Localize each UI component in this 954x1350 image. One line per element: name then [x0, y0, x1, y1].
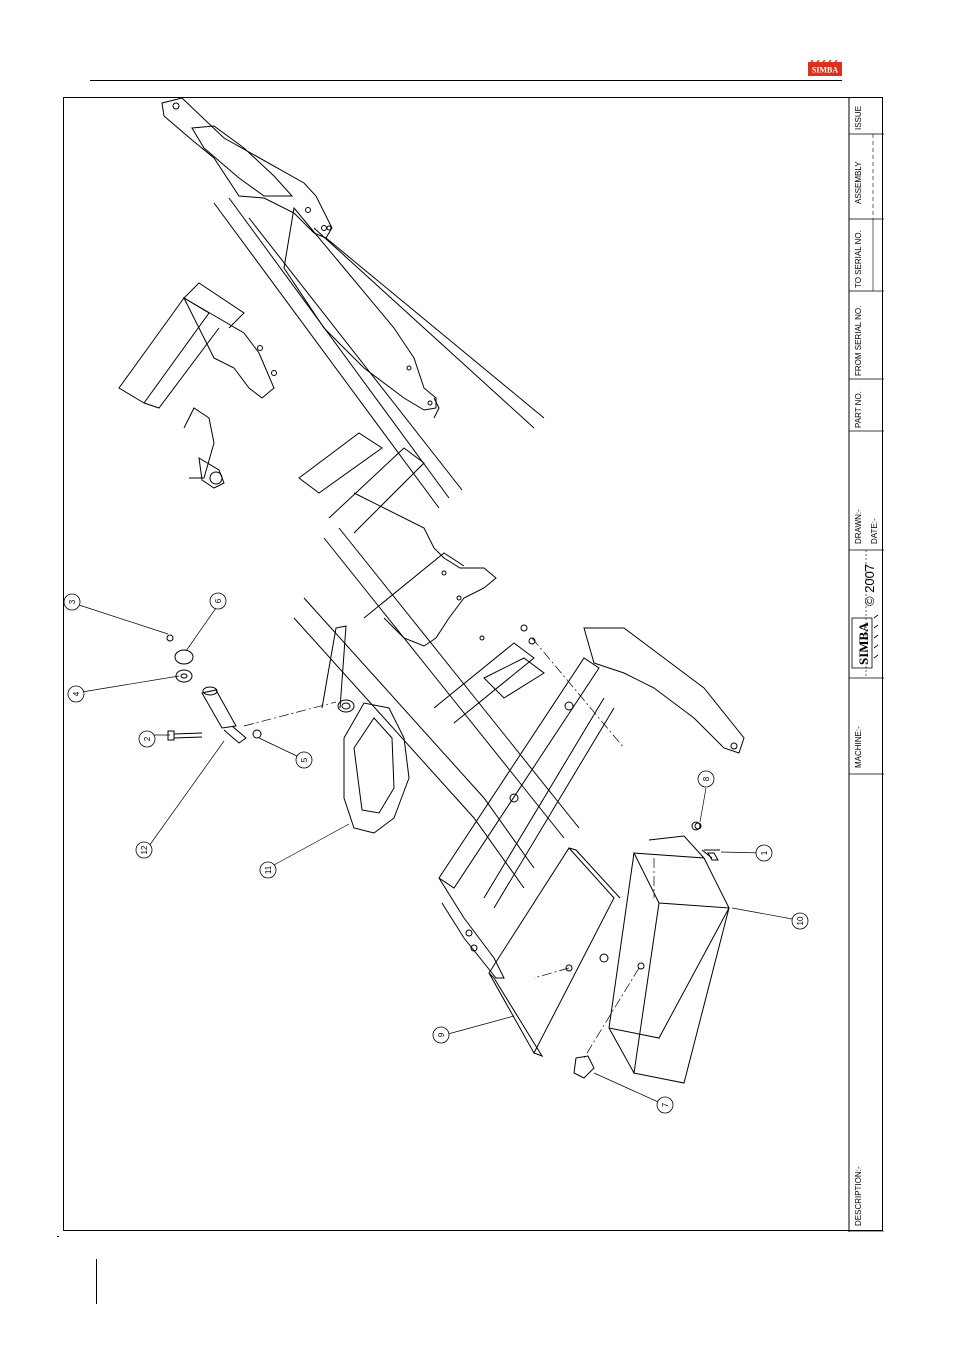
date-label: DATE:-	[870, 518, 879, 544]
to-serial-label: TO SERIAL NO.	[854, 230, 863, 288]
drawing-sheet: DESCRIPTION:- MACHINE:- SIMBA © 2007 DRA…	[63, 97, 883, 1231]
callout-label-6: 6	[214, 598, 223, 603]
assembly-label: ASSEMBLY	[854, 161, 863, 204]
footer-rule	[96, 1259, 97, 1304]
callout-label-10: 10	[796, 916, 805, 925]
simba-logo: SIMBA	[808, 60, 842, 78]
callout-label-1: 1	[760, 850, 769, 855]
copyright-text: © 2007	[862, 564, 877, 606]
issue-label: ISSUE	[854, 106, 863, 130]
callout-label-12: 12	[140, 845, 149, 854]
callout-label-4: 4	[72, 691, 81, 696]
callout-label-9: 9	[437, 1032, 446, 1037]
machine-label: MACHINE:-	[854, 726, 863, 768]
tool-box	[609, 822, 729, 1083]
callout-label-8: 8	[702, 776, 711, 781]
callout-label-2: 2	[143, 736, 152, 741]
callout-label-7: 7	[661, 1102, 670, 1107]
part-no-label: PART NO.	[854, 391, 863, 428]
title-block-logo: SIMBA	[852, 615, 878, 668]
cover-plate	[489, 848, 644, 1056]
corner-mark	[57, 1236, 59, 1237]
callout-label-11: 11	[264, 865, 273, 874]
description-label: DESCRIPTION:-	[854, 1166, 863, 1226]
drawn-label: DRAWN:-	[854, 509, 863, 544]
callout-label-5: 5	[300, 757, 309, 762]
header-rule	[90, 80, 842, 81]
title-block-logo-text: SIMBA	[856, 622, 871, 665]
chassis-frame	[119, 98, 744, 978]
exploded-assembly-drawing: DESCRIPTION:- MACHINE:- SIMBA © 2007 DRA…	[64, 98, 884, 1232]
logo-text: SIMBA	[812, 66, 838, 75]
hardware-parts	[167, 625, 720, 1078]
callout-label-3: 3	[68, 599, 77, 604]
from-serial-label: FROM SERIAL NO.	[854, 306, 863, 376]
